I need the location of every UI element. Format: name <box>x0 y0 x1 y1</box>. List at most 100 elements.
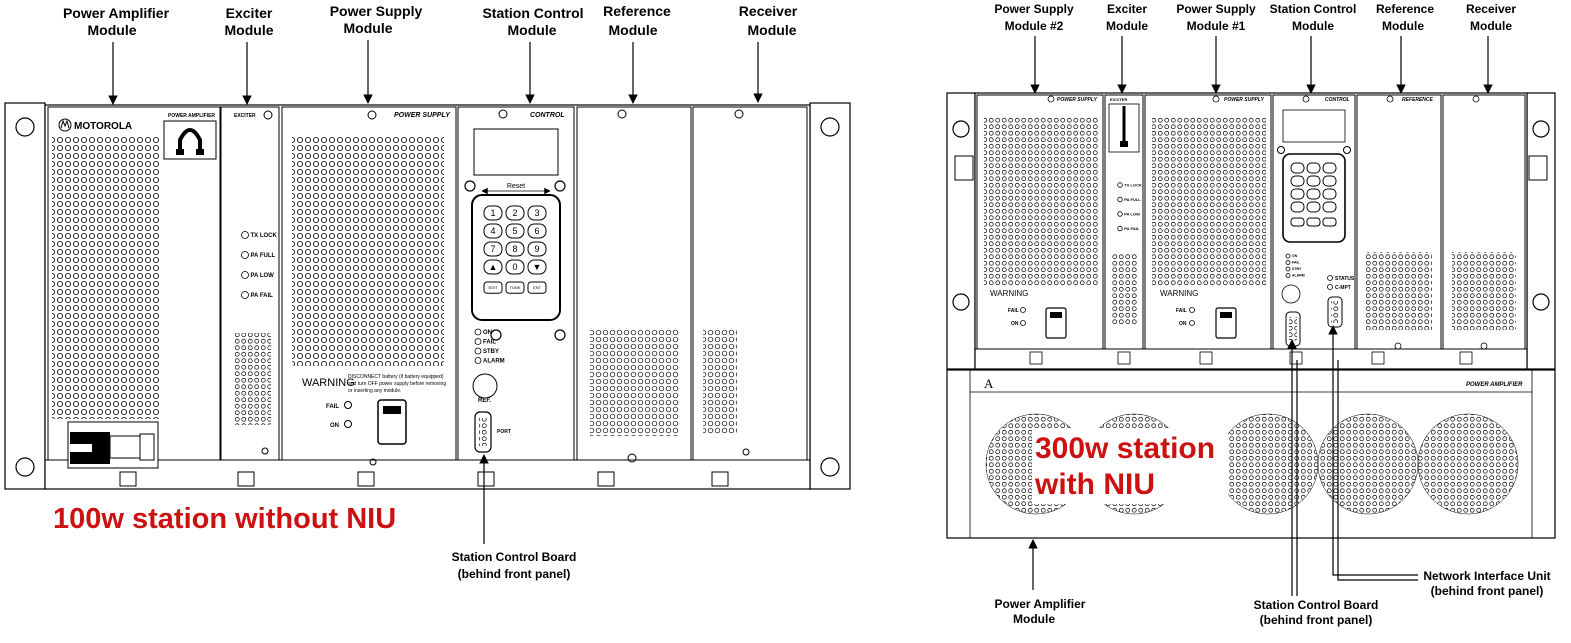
keypad-key[interactable] <box>527 223 547 239</box>
keypad-key[interactable] <box>505 223 525 239</box>
led-label: ALARM <box>483 359 505 365</box>
function-key[interactable] <box>505 281 525 294</box>
led-indicator <box>1285 273 1291 278</box>
status-label: STATUS <box>1335 276 1355 282</box>
ref-adjust-knob[interactable] <box>472 373 498 399</box>
right-pa-label-2: Module <box>1013 612 1055 626</box>
ref-label: REF. <box>478 398 491 404</box>
keypad-key-label: 9 <box>534 244 539 254</box>
ref-vent-holes <box>590 328 680 436</box>
function-key-label: ENT <box>533 285 542 290</box>
left-scb-label-1: Station Control Board <box>452 550 577 564</box>
led-label: FAIL <box>1292 261 1300 265</box>
keypad-key[interactable] <box>1322 201 1337 213</box>
module-latch <box>237 471 255 487</box>
label-pa-line1: Power Amplifier <box>63 5 170 21</box>
keypad-key[interactable] <box>483 259 503 275</box>
label-ps1-line2: Module #1 <box>1187 19 1246 33</box>
keypad-key[interactable] <box>527 241 547 257</box>
rref-adjust-knob[interactable] <box>1281 284 1301 304</box>
keypad-key[interactable] <box>1290 188 1305 200</box>
keypad-key[interactable] <box>505 205 525 221</box>
led-indicator <box>474 338 482 345</box>
control-panel-title: CONTROL <box>530 112 565 119</box>
rack-handle <box>1528 155 1548 181</box>
keypad-key-label: 7 <box>490 244 495 254</box>
rack-hole <box>1532 120 1550 138</box>
keypad-key[interactable] <box>483 205 503 221</box>
keypad-key[interactable] <box>1290 162 1305 174</box>
pa-connector-icon <box>70 432 110 464</box>
right-niu-label-1: Network Interface Unit <box>1423 569 1550 583</box>
function-key[interactable] <box>483 281 503 294</box>
keypad-key[interactable] <box>1290 201 1305 213</box>
function-key-label: TONE <box>509 285 520 290</box>
keypad-key[interactable] <box>1322 175 1337 187</box>
fan-grill-5 <box>1417 413 1519 515</box>
module-latch <box>597 471 615 487</box>
keypad-key[interactable] <box>505 259 525 275</box>
ps1-fail-label: FAIL <box>1176 308 1187 314</box>
exciter-panel-title: EXCITER <box>234 113 256 119</box>
ps2-fail-label: FAIL <box>1008 308 1019 314</box>
led-label: FAIL <box>483 340 496 346</box>
keypad-key[interactable] <box>1322 162 1337 174</box>
led-indicator <box>1285 266 1291 272</box>
label-rexciter-line1: Exciter <box>1107 2 1147 16</box>
right-rack-ear-left <box>946 92 976 370</box>
module-latch <box>1199 351 1213 365</box>
label-rx-line2: Module <box>748 22 797 38</box>
label-ps1-line1: Power Supply <box>1176 2 1256 16</box>
keypad-key[interactable] <box>1306 175 1321 187</box>
led-label: PA FAIL <box>1124 226 1139 231</box>
led-indicator <box>1285 253 1291 259</box>
label-pa-line2: Module <box>88 22 137 38</box>
right-ps1-module: POWER SUPPLY WARNING FAIL ON <box>1144 94 1272 365</box>
right-pa-label-1: Power Amplifier <box>995 597 1086 611</box>
warning-text-2: and turn OFF power supply before removin… <box>348 381 446 387</box>
label-rexciter-line2: Module <box>1106 19 1148 33</box>
led-indicator <box>241 231 249 239</box>
left-station: Power Amplifier Module Exciter Module Po… <box>4 3 851 581</box>
right-ps2-module: POWER SUPPLY WARNING FAIL ON <box>976 94 1104 365</box>
led-label: ON <box>1292 254 1298 258</box>
keypad-key[interactable] <box>1306 188 1321 200</box>
label-rsc-line2: Module <box>1292 19 1334 33</box>
module-latch <box>1029 351 1043 365</box>
rcontrol-panel-title: CONTROL <box>1325 97 1350 103</box>
label-ps2-line1: Power Supply <box>994 2 1074 16</box>
keypad-key[interactable] <box>1290 175 1305 187</box>
reset-button-right[interactable] <box>554 180 566 192</box>
led-indicator <box>1117 182 1123 188</box>
rrx-vent-holes <box>1452 252 1516 330</box>
keypad-key[interactable] <box>1306 201 1321 213</box>
reset-button-left[interactable] <box>464 180 476 192</box>
motorola-logo-icon <box>58 118 72 132</box>
function-key[interactable] <box>1322 217 1337 227</box>
keypad-key[interactable] <box>1322 188 1337 200</box>
led-indicator <box>1285 260 1291 265</box>
keypad-key[interactable] <box>527 259 547 275</box>
label-ref-line1: Reference <box>603 3 671 19</box>
function-key[interactable] <box>1290 217 1305 227</box>
label-sc-line1: Station Control <box>482 5 583 21</box>
label-exciter-line2: Module <box>225 22 274 38</box>
keypad-key-label: 4 <box>490 226 495 236</box>
function-key[interactable] <box>527 281 547 294</box>
keypad-key[interactable] <box>1306 162 1321 174</box>
keypad-key[interactable] <box>483 241 503 257</box>
right-receiver-module <box>1442 94 1526 365</box>
function-key[interactable] <box>1306 217 1321 227</box>
keypad-key[interactable] <box>483 223 503 239</box>
keypad-key[interactable] <box>527 205 547 221</box>
warning-text-3: or inserting any module. <box>348 388 401 394</box>
keypad-key[interactable] <box>505 241 525 257</box>
module-latch <box>477 471 495 487</box>
rack-hole <box>1532 293 1550 311</box>
